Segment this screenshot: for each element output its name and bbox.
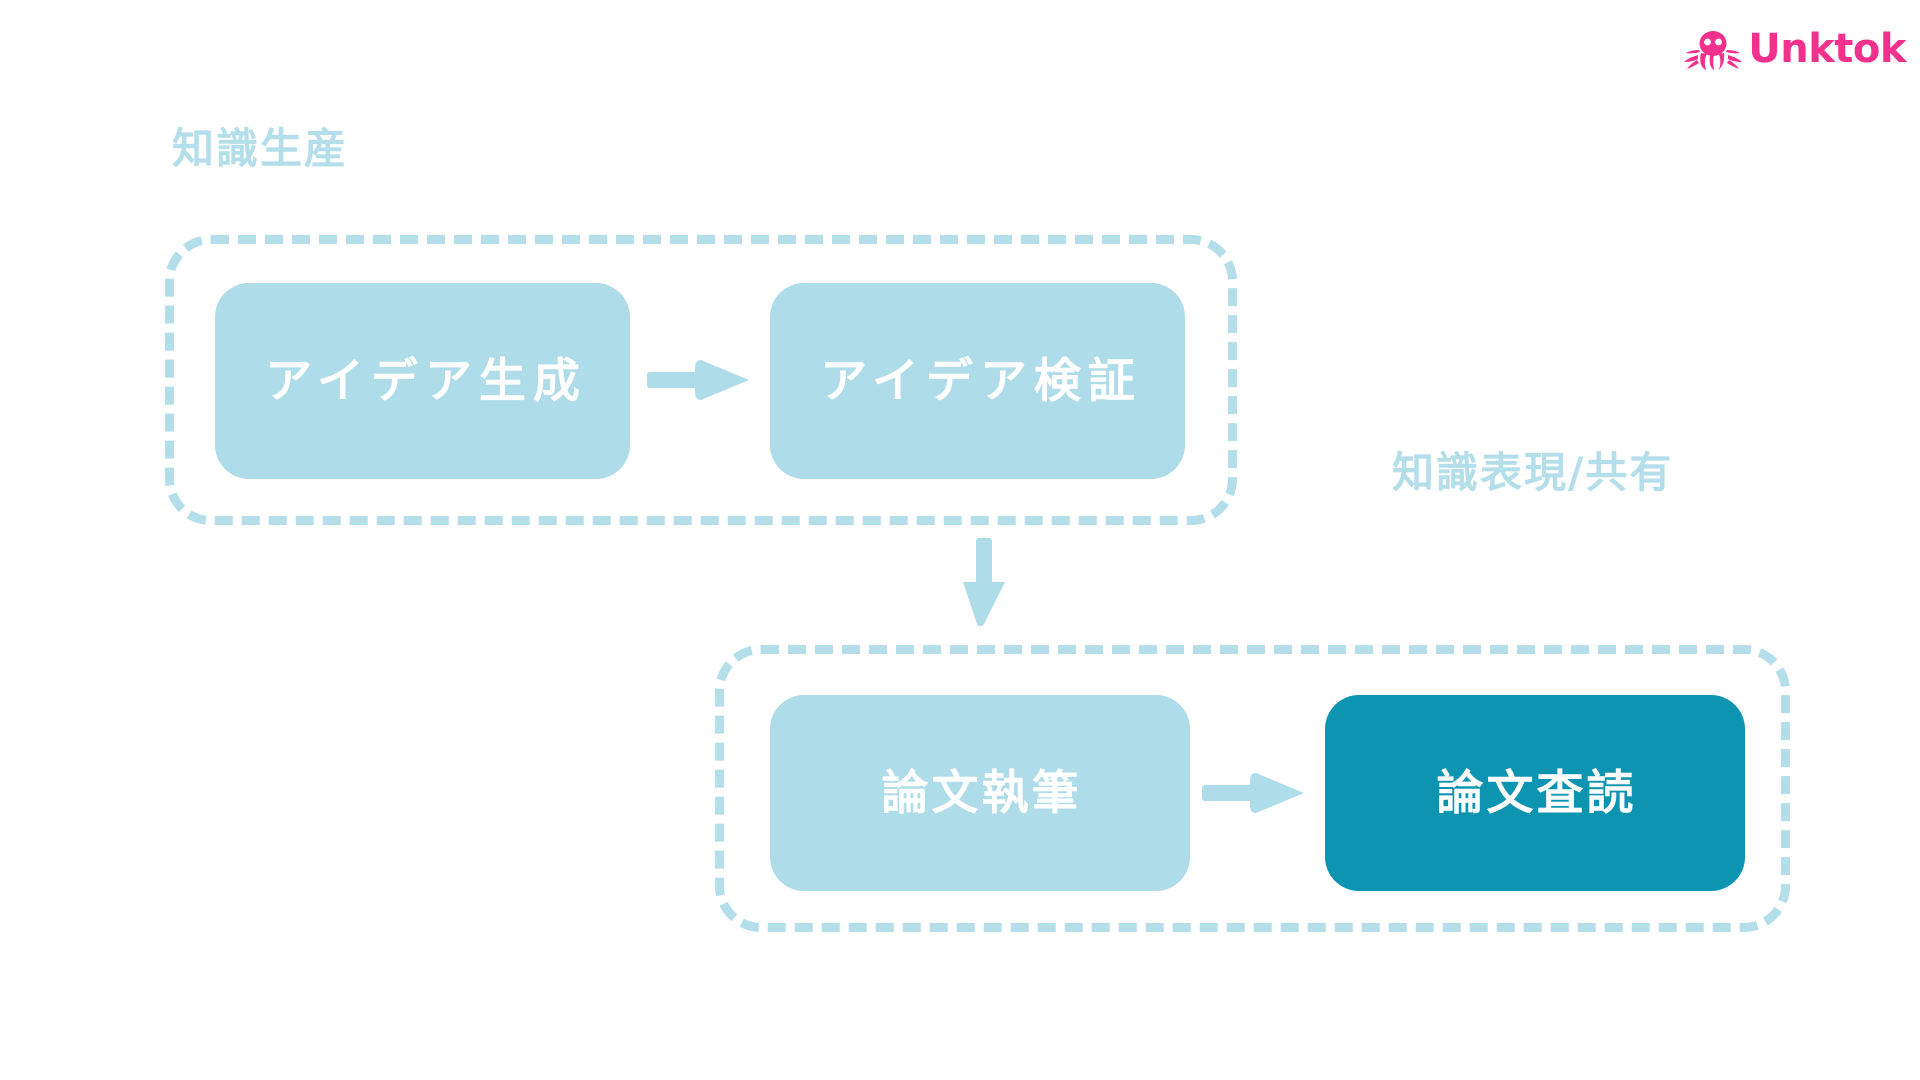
group-container-knowledge-production: [165, 235, 1237, 525]
step-box-idea-validation[interactable]: アイデア検証: [770, 283, 1185, 479]
brand-logo: Unktok: [1684, 22, 1906, 76]
arrow-right-icon-idea-generation-to-validation: [647, 360, 749, 400]
step-label-idea-validation: アイデア検証: [820, 353, 1142, 409]
arrow-right-icon-paper-writing-to-review: [1202, 773, 1304, 813]
brand-name: Unktok: [1748, 26, 1906, 72]
step-label-paper-review: 論文査読: [1436, 765, 1637, 821]
arrow-down-icon-production-to-expression: [963, 538, 1005, 627]
step-label-idea-generation: アイデア生成: [265, 353, 587, 409]
group-label-knowledge-production: 知識生産: [172, 124, 349, 173]
step-label-paper-writing: 論文執筆: [881, 765, 1082, 821]
step-box-idea-generation[interactable]: アイデア生成: [215, 283, 630, 479]
step-box-paper-writing[interactable]: 論文執筆: [770, 695, 1190, 891]
step-box-paper-review[interactable]: 論文査読: [1325, 695, 1745, 891]
group-container-knowledge-expression: [715, 645, 1790, 932]
group-label-knowledge-expression: 知識表現/共有: [1392, 448, 1674, 497]
octopus-mascot-icon: [1684, 31, 1743, 70]
